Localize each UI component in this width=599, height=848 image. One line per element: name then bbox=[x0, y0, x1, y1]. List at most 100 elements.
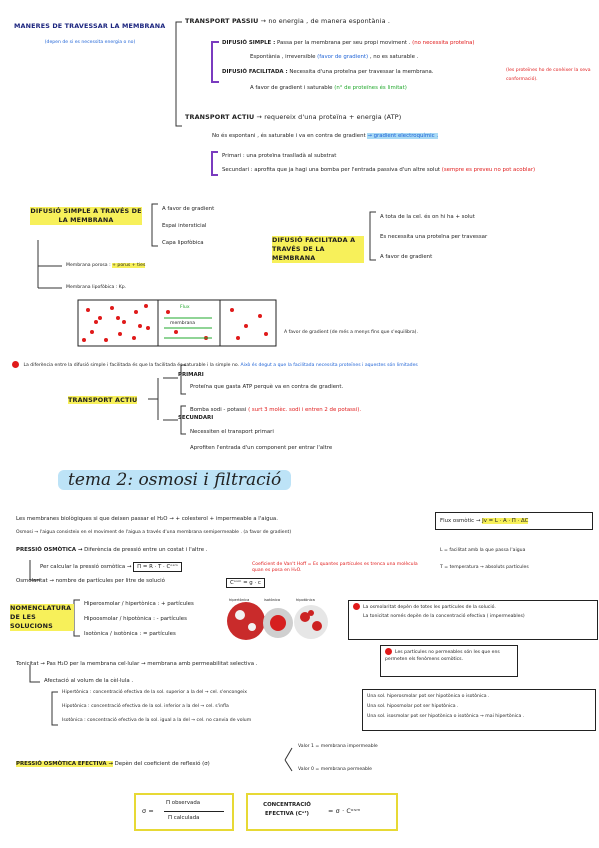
facil-red: (les proteïnes ho de conèixer la seva co… bbox=[506, 68, 591, 82]
osmolar-item-1: Una sol. hiperosmolar pot ser hipotònica… bbox=[367, 694, 490, 699]
conc-label: Concentració efectiva (Cᵉᶠ) bbox=[263, 802, 311, 817]
heading-note: (depen de si es necessita energia o no) bbox=[44, 40, 136, 45]
simple-sub-blue: (favor de gradient) bbox=[317, 54, 369, 60]
dif-simple-item-2: Espai intersticial bbox=[162, 223, 207, 229]
T-note: T = temperatura → absoluts partícules bbox=[440, 565, 529, 570]
L-note: L = facilitat amb la que passa l'aigua bbox=[440, 548, 526, 553]
efectiva-line: Pressió osmòtica efectiva → Depèn del co… bbox=[16, 761, 210, 767]
actiu-label: Transport Actiu bbox=[185, 113, 255, 121]
actiu-primari-item-1: Proteïna que gasta ATP perquè va en cont… bbox=[190, 384, 344, 390]
actiu-primari-label: Primari bbox=[178, 372, 204, 378]
nomenclatura-item-2: Hipoosmolar / hipotònica : - partícules bbox=[84, 616, 187, 622]
particules-box: Les partícules no permeables són les que… bbox=[380, 645, 518, 677]
simple-sub-end: , no es saturable . bbox=[369, 54, 419, 60]
secundari-text: Secundari : aprofita que ja hagi una bom… bbox=[222, 167, 440, 173]
membranes-line: Les membranes biològiques si que deixen … bbox=[16, 516, 278, 522]
osmolar-item-3: Una sol. isosmolar pot ser hipotònica o … bbox=[367, 714, 525, 719]
sigma-lhs: σ = bbox=[142, 807, 154, 815]
osmolaritat-box: La osmolaritat depèn de totes les partíc… bbox=[348, 600, 598, 640]
note-blue: Això és degut a que la facilitada necess… bbox=[240, 363, 418, 368]
cell-label-hipo: hipotònica bbox=[296, 598, 315, 602]
pressio-label: Pressió osmòtica → bbox=[16, 547, 83, 553]
tonicitat-line: Tonicitat → Pas H₂O per la membrana cel·… bbox=[16, 661, 258, 667]
branch-porosa: Membrana porosa : + porus + ties bbox=[66, 263, 146, 268]
flux-formula: Jv = L · A · Π · ΔC bbox=[482, 518, 529, 524]
branch-lipofobica: Membrana lipofòbica : Kp. bbox=[66, 285, 126, 290]
actiu-secundari-item-2: Aprofiten l'entrada d'un component per e… bbox=[190, 445, 333, 451]
facil-label: Difusió facilitada : bbox=[222, 69, 288, 75]
particle-dots bbox=[82, 304, 268, 342]
cell-label-hiper: hipertònica bbox=[229, 598, 250, 602]
sigma-bottom: Π calculada bbox=[168, 815, 200, 821]
osmolar-item-2: Una sol. hiposmolar pot ser hipotònica . bbox=[367, 704, 459, 709]
branch1-val: + porus + ties bbox=[112, 263, 146, 268]
dif-simple-item-1: A favor de gradient bbox=[162, 206, 215, 212]
diagram-note: A favor de gradient (de més a menys fins… bbox=[284, 330, 418, 335]
transport-passiu-line: Transport Passiu → no energia , de maner… bbox=[185, 17, 390, 25]
cosm-formula: Cᵒˢᵐ = g · c bbox=[226, 578, 265, 588]
note-text: La diferència entre la difusió simple i … bbox=[23, 363, 240, 368]
actiu-sub: No és espontani , és saturable i va en c… bbox=[212, 133, 366, 139]
sigma-top: Π observada bbox=[166, 800, 201, 806]
particules-text: Les partícules no permeables són les que… bbox=[385, 650, 500, 662]
osmosi-line: Osmosi → l'aigua consisteix en el movime… bbox=[16, 530, 292, 535]
conc-box: Concentració efectiva (Cᵉᶠ) = σ · Cᵒˢᵐ bbox=[246, 793, 398, 831]
actiu-title: Transport actiu bbox=[68, 396, 138, 404]
secundari-line: Secundari : aprofita que ja hagi una bom… bbox=[222, 166, 592, 175]
facil-sub-green: (n° de proteïnes és limitat) bbox=[334, 85, 407, 91]
actiu-sub-blue: → gradient electroquímic . bbox=[367, 133, 439, 139]
valor0: Valor 0 = membrana permeable bbox=[298, 767, 372, 772]
branch2-val: Kp. bbox=[118, 285, 127, 290]
formula-red-note: Coeficient de Van't Hoff = Es quantes pa… bbox=[252, 562, 418, 573]
transport-actiu-line: Transport Actiu → requereix d'una proteï… bbox=[185, 113, 401, 121]
simple-red: (no necessita proteïna) bbox=[412, 40, 475, 46]
difference-note: La diferència entre la difusió simple i … bbox=[12, 361, 597, 368]
actiu-secundari-label: Secundari bbox=[178, 415, 214, 421]
box2-text: La tonicitat només depèn de la concentra… bbox=[363, 614, 525, 619]
afectacio-line: Afectació al volum de la cèl·lula . bbox=[44, 678, 134, 684]
secundari-red: (sempre es preveu no pot acoblar) bbox=[441, 167, 536, 173]
tonicitat-item-1: Hipertònica : concentració efectiva de l… bbox=[62, 690, 247, 695]
dif-facil-item-3: A favor de gradient bbox=[380, 254, 433, 260]
pressio-desc: Diferència de pressió entre un costat i … bbox=[84, 547, 208, 553]
dif-facil-item-2: Es necessita una proteïna per travessar bbox=[380, 234, 488, 240]
nomenclatura-item-3: Isotònica / isotònica : = partícules bbox=[84, 631, 176, 637]
branch2-label: Membrana lipofòbica : bbox=[66, 285, 118, 290]
particules-bullet-icon bbox=[385, 648, 392, 655]
dif-simple-title: Difusió simple a través de la membrana bbox=[30, 207, 142, 225]
valor1: Valor 1 = membrana impermeable bbox=[298, 744, 378, 749]
heading-maneres: Maneres de travessar la membrana bbox=[14, 22, 166, 30]
primari-item-2-text: Bomba sodi - potassi bbox=[190, 407, 247, 413]
pressio-formula: Π = R · T · Cᵒˢᵐ bbox=[133, 562, 182, 572]
difusio-facil-line: Difusió facilitada : Necessita d'una pro… bbox=[222, 69, 434, 75]
cell-label-iso: isotònica bbox=[264, 598, 281, 602]
nomenclatura-title: Nomenclatura de les solucions bbox=[10, 604, 74, 631]
simple-sub: Espontània , irreversible bbox=[250, 54, 316, 60]
flux-label: Flux osmòtic → bbox=[440, 518, 481, 524]
tonicitat-item-3: Isotònica : concentració efectiva de la … bbox=[62, 718, 252, 723]
simple-desc: Passa per la membrana per seu propi movi… bbox=[276, 40, 411, 46]
sigma-box: σ = Π observada Π calculada bbox=[134, 793, 234, 831]
tema-title: tema 2: osmosi i filtració bbox=[58, 470, 292, 490]
osmolar-box: Una sol. hiperosmolar pot ser hipotònica… bbox=[362, 689, 596, 731]
facil-sub-line: A favor de gradient i saturable (n° de p… bbox=[250, 85, 407, 91]
diagram-flux-label: Flux bbox=[180, 305, 190, 310]
box1-text: La osmolaritat depèn de totes les partíc… bbox=[363, 605, 496, 610]
simple-label: Difusió simple : bbox=[222, 40, 276, 46]
simple-sub-line: Espontània , irreversible (favor de grad… bbox=[250, 54, 418, 60]
dif-simple-item-3: Capa lipofòbica bbox=[162, 240, 204, 246]
cell-diagrams bbox=[227, 602, 328, 640]
efectiva-label: Pressió osmòtica efectiva → bbox=[16, 761, 113, 767]
passiu-label: Transport Passiu bbox=[185, 17, 259, 25]
pressio-sub-text: Per calcular la pressió osmòtica → bbox=[40, 564, 132, 570]
actiu-primari-item-2: Bomba sodi - potassi ( surt 3 molèc. sod… bbox=[190, 407, 361, 413]
flux-box: Flux osmòtic → Jv = L · A · Π · ΔC bbox=[435, 512, 593, 530]
facil-desc: Necessita d'una proteïna per travessar l… bbox=[289, 69, 434, 75]
conc-formula: = σ · Cᵒˢᵐ bbox=[328, 807, 361, 815]
tonicitat-item-2: Hipotònica : concentració efectiva de la… bbox=[62, 704, 229, 709]
note-bullet-icon bbox=[12, 361, 19, 368]
efectiva-desc: Depèn del coeficient de reflexió (σ) bbox=[114, 761, 210, 767]
actiu-secundari-item-1: Necessiten el transport primari bbox=[190, 429, 274, 435]
diagram-membrana-label: membrana bbox=[170, 321, 196, 326]
